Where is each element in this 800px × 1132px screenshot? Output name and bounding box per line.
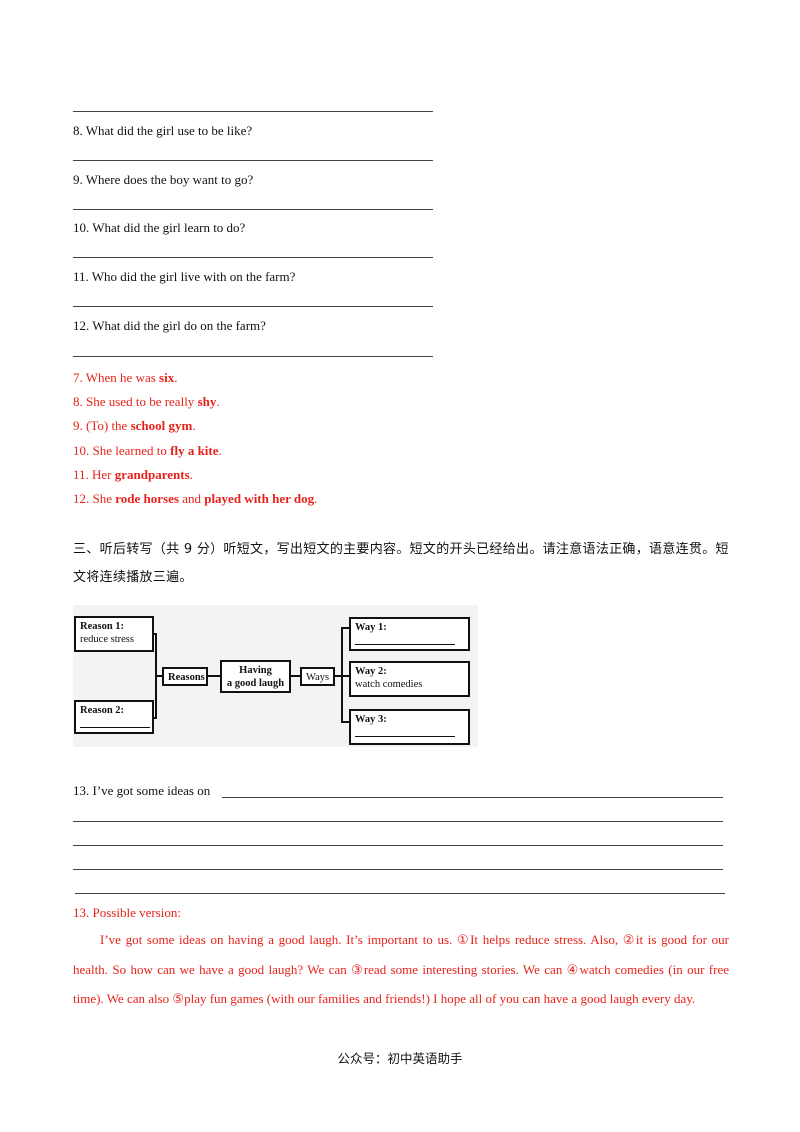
center-topic-line1: Having (239, 665, 272, 676)
way-2-text: watch comedies (355, 679, 423, 690)
way-2-title: Way 2: (355, 666, 387, 677)
question-9: 9. Where does the boy want to go? (73, 172, 254, 187)
center-topic-line2: a good laugh (226, 678, 285, 689)
way-1-title: Way 1: (355, 622, 387, 633)
answer-line[interactable] (73, 306, 433, 307)
answer-12: 12. She rode horses and played with her … (73, 491, 318, 506)
answer-7: 7. When he was six. (73, 370, 178, 385)
ways-label-box: Ways (300, 667, 335, 686)
writing-line[interactable] (222, 797, 723, 798)
answer-line[interactable] (73, 111, 433, 112)
possible-version-title: 13. Possible version: (73, 905, 181, 920)
way-3-blank[interactable] (355, 726, 455, 737)
answer-9: 9. (To) the school gym. (73, 418, 196, 433)
question-10: 10. What did the girl learn to do? (73, 220, 246, 235)
footer-account: 公众号：初中英语助手 (337, 1051, 463, 1066)
center-topic-box: Having a good laugh (220, 660, 291, 693)
answer-8: 8. She used to be really shy. (73, 394, 220, 409)
writing-line[interactable] (75, 893, 725, 894)
question-12: 12. What did the girl do on the farm? (73, 318, 266, 333)
question-8: 8. What did the girl use to be like? (73, 123, 253, 138)
answer-10: 10. She learned to fly a kite. (73, 443, 222, 458)
question-11: 11. Who did the girl live with on the fa… (73, 269, 296, 284)
reason-2-blank[interactable] (80, 717, 150, 728)
possible-version-essay: I’ve got some ideas on having a good lau… (73, 932, 729, 1006)
way-3-title: Way 3: (355, 714, 387, 725)
answer-line[interactable] (73, 257, 433, 258)
section-3-instructions: 三、听后转写（共 9 分）听短文，写出短文的主要内容。短文的开头已经给出。请注意… (73, 542, 729, 585)
answer-line[interactable] (73, 160, 433, 161)
way-1-blank[interactable] (355, 634, 455, 645)
reason-1-title: Reason 1: (80, 621, 125, 632)
answer-11: 11. Her grandparents. (73, 467, 193, 482)
writing-line[interactable] (73, 845, 723, 846)
reasons-label-box: Reasons (162, 667, 208, 686)
reason-1-box: Reason 1: reduce stress (74, 616, 154, 652)
mind-map-diagram: Reason 1: reduce stress Reason 2: Reason… (73, 605, 478, 747)
way-3-box: Way 3: (349, 709, 470, 745)
way-2-box: Way 2: watch comedies (349, 661, 470, 697)
answer-line[interactable] (73, 356, 433, 357)
reason-2-box: Reason 2: (74, 700, 154, 734)
question-13-prompt: 13. I’ve got some ideas on (73, 783, 211, 798)
writing-line[interactable] (73, 869, 723, 870)
reason-1-text: reduce stress (80, 634, 134, 645)
way-1-box: Way 1: (349, 617, 470, 651)
answer-line[interactable] (73, 209, 433, 210)
reason-2-title: Reason 2: (80, 705, 125, 716)
writing-line[interactable] (73, 821, 723, 822)
